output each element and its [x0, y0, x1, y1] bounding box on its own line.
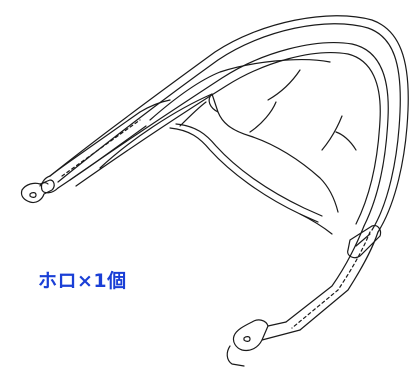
canopy-fabric-wrinkle-2 — [321, 115, 343, 151]
left-strap-stitch — [61, 119, 141, 177]
left-buckle-hole — [29, 192, 37, 198]
right-lower-strap-join — [267, 321, 287, 327]
canopy-fabric-edge — [99, 93, 339, 213]
canopy-fabric-wrinkle-3 — [179, 101, 207, 127]
right-lower-hook-tab — [226, 345, 245, 367]
arch-rail-inner-2 — [75, 52, 381, 225]
canopy-fabric-wrinkle-1 — [267, 69, 301, 101]
left-strap-end — [40, 175, 59, 194]
canopy-hem-2 — [175, 123, 323, 217]
arch-rail-outer — [49, 15, 409, 233]
frame-bar-left — [139, 99, 171, 113]
canopy-hem — [169, 127, 319, 223]
left-strap-inner — [57, 125, 147, 189]
left-strap-outer — [49, 111, 141, 177]
canopy-fabric-fold — [149, 59, 331, 121]
right-strap-stitch — [291, 231, 371, 329]
arch-rail-outer-2 — [57, 23, 401, 231]
left-buckle — [20, 179, 55, 204]
arch-rail-inner — [69, 42, 389, 227]
canopy-fabric-wrinkle-4 — [249, 101, 277, 133]
left-buckle-hook — [39, 182, 49, 187]
right-strap-inner — [285, 225, 365, 323]
right-lower-strap-join-2 — [261, 329, 301, 341]
frame-bar-right — [299, 213, 333, 235]
right-buckle-plate-slot — [355, 233, 371, 247]
canopy-fabric-flap — [208, 93, 219, 113]
canopy-fabric-wrinkle-5 — [335, 131, 357, 151]
right-lower-hook — [232, 319, 269, 352]
right-lower-hook-hole — [243, 336, 251, 342]
part-quantity-caption: ホロ×1個 — [38, 270, 127, 292]
right-buckle-plate — [347, 225, 382, 259]
right-strap-outer — [299, 231, 379, 331]
